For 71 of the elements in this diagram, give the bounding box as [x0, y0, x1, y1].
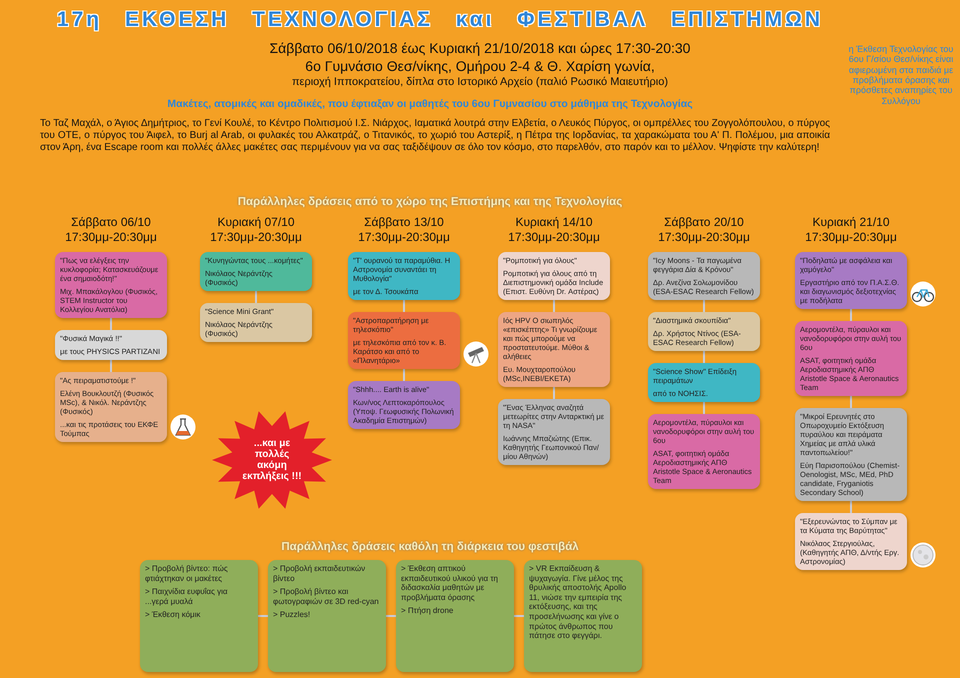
connector-line [386, 615, 396, 617]
connector-line [703, 402, 705, 414]
event-card [648, 252, 760, 300]
poster-title: 17η ΕΚΘΕΣΗ ΤΕΧΝΟΛΟΓΙΑΣ και ΦΕΣΤΙΒΑΛ ΕΠΙΣΤΗΜΩΝ [56, 8, 824, 32]
connector-line [850, 396, 852, 408]
event-card [795, 321, 907, 396]
event-card [55, 372, 167, 442]
event-card [55, 330, 167, 360]
connector-line [553, 387, 555, 399]
activity-item: > Προβολή βίντεο: πώς φτιάχτηκαν οι μακέτες [145, 564, 229, 584]
event-card [55, 252, 167, 318]
time-heading: 17:30μμ-20:30μμ [804, 230, 898, 244]
connector-line [258, 615, 268, 617]
day-heading: Κυριακή 14/10 [514, 215, 594, 229]
connector-line [514, 615, 524, 617]
callout-text: ...και με πολλές ακόμη εκπλήξεις !!! [241, 438, 303, 482]
connector-line [703, 300, 705, 312]
event-card [648, 312, 760, 351]
section-heading: Παράλληλες δράσεις από το χώρο της Επιστήμης και της Τεχνολογίας [236, 196, 624, 208]
event-card [200, 252, 312, 291]
section-heading: Παράλληλες δράσεις καθόλη τη διάρκεια του φεστιβάλ [280, 541, 580, 553]
connector-line [110, 360, 112, 372]
event-card [348, 312, 460, 369]
day-heading: Σάββατο 13/10 [363, 215, 445, 229]
event-card [795, 252, 907, 309]
event-card [498, 252, 610, 300]
event-card [648, 363, 760, 402]
time-heading: 17:30μμ-20:30μμ [657, 230, 751, 244]
dedication-note: η Έκθεση Τεχνολογίας του 6ου Γ/σίου Θεσ/νίκης είναι αφιερωμένη στα παιδιά με προβλήματα όρασης και πρόσθετες αναπηρίες του Συλλόγου [848, 44, 954, 106]
time-heading: 17:30μμ-20:30μμ [64, 230, 158, 244]
event-card [348, 381, 460, 429]
venue-line: 6ο Γυμνάσιο Θεσ/νίκης, Ομήρου 2-4 & Θ. Χαρίση γωνία, [304, 58, 656, 74]
subheading: Μακέτες, ατομικές και ομαδικές, που έφτιαξαν οι μαθητές του 6ου Γυμνασίου στο μάθημα της Τεχνολογίας [166, 98, 694, 110]
activity-item: > VR Εκπαίδευση & ψυχαγωγία. Γίνε μέλος της θρυλικής αποστολής Apollo 11, νιώσε την εμπειρία της εκτόξευσης, και της προσελήνωσης και γίνε ο πρώτος άνθρωπος που πάτησε στο φεγγάρι. [529, 564, 628, 641]
date-line: Σάββατο 06/10/2018 έως Κυριακή 21/10/2018 και ώρες 17:30-20:30 [268, 40, 692, 56]
event-card [200, 303, 312, 342]
activity-item: > Πτήση drone [401, 606, 454, 616]
activity-card [524, 560, 642, 672]
connector-line [255, 291, 257, 303]
time-heading: 17:30μμ-20:30μμ [357, 230, 451, 244]
activity-card [268, 560, 386, 672]
connector-line [110, 318, 112, 330]
event-card [498, 399, 610, 465]
connector-line [703, 351, 705, 363]
day-heading: Σάββατο 06/10 [70, 215, 152, 229]
event-card [795, 408, 907, 501]
starburst [212, 410, 332, 510]
venue-line: περιοχή Ιπποκρατείου, δίπλα στο Ιστορικό Αρχείο (παλιό Ρωσικό Μαιευτήριο) [290, 76, 670, 88]
event-card [648, 414, 760, 489]
activity-card [140, 560, 258, 672]
activity-item: > Προβολή βίντεο και φωτογραφιών σε 3D red-cyan [273, 587, 380, 606]
day-heading: Σάββατο 20/10 [663, 215, 745, 229]
event-card [348, 252, 460, 300]
time-heading: 17:30μμ-20:30μμ [507, 230, 601, 244]
activity-item: > Προβολή εκπαιδευτικών βίντεο [273, 564, 366, 584]
time-heading: 17:30μμ-20:30μμ [209, 230, 303, 244]
activity-item: > Παιχνίδια ευφυΐας για ...γερά μυαλά [145, 587, 229, 606]
description-paragraph: Το Ταζ Μαχάλ, ο Άγιος Δημήτριος, το Γενί Κουλέ, το Κέντρο Πολιτισμού Ι.Σ. Νιάρχος, Ιαματικά λουτρά στην Ελβετία, ο Λευκός Πύργος, οι ομπρέλλες του Ζογγολόπουλου, ο πύργος του ΟΤΕ, ο πύργος του Άιφελ, το Burj al Arab, οι φυλακές του Αλκατράζ, ο Τιτανικός, το χωριό του Αστερίξ, η Πέτρα της Ιορδανίας, τα χαρακώματα του Α' Π. Πολέμου, μια αποικία στον Άρη, ένα Escape room και πολλές άλλες μακέτες σας περιμένουν για να σας ταξιδέψουν σε όλο τον κόσμο, στο παρελθόν, στο παρόν και το μέλλον. Ψηφίστε την καλύτερη! [40, 118, 830, 154]
day-heading: Κυριακή 21/10 [811, 215, 891, 229]
event-card [795, 513, 907, 570]
activity-item: > Έκθεση απτικού εκπαιδευτικού υλικού για τη διδασκαλία μαθητών με προβλήματα όρασης [401, 564, 499, 602]
event-card [498, 312, 610, 387]
activity-card [396, 560, 514, 672]
connector-line [850, 501, 852, 513]
connector-line [850, 309, 852, 321]
activity-item: > Puzzles! [273, 610, 312, 620]
activity-item: > Έκθεση κόμικ [145, 610, 202, 620]
connector-line [403, 369, 405, 381]
connector-line [403, 300, 405, 312]
connector-line [553, 300, 555, 312]
day-heading: Κυριακή 07/10 [216, 215, 296, 229]
